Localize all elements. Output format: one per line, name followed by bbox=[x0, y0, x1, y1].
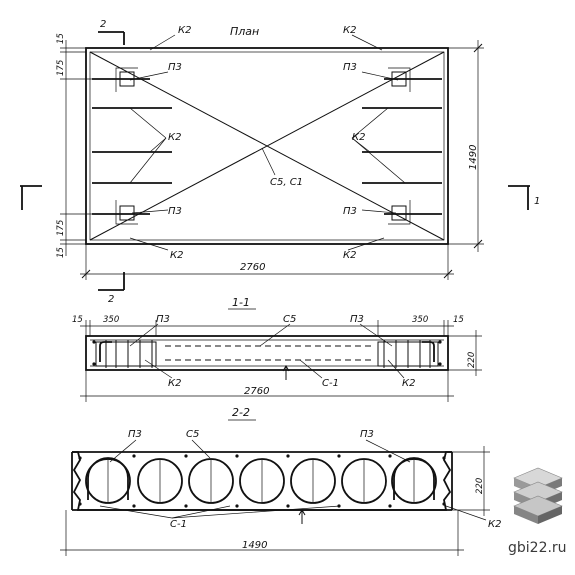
section-2-label-bottom: 2 bbox=[108, 294, 114, 305]
section-2-label-top: 2 bbox=[100, 19, 106, 30]
section-1-label-k2-right: К2 bbox=[402, 378, 415, 389]
section-2-label-c1: С-1 bbox=[170, 519, 187, 530]
section-1-outline bbox=[85, 335, 449, 371]
plan-label-k2-br: К2 bbox=[343, 250, 356, 261]
section-1-dim-length-value: 2760 bbox=[244, 386, 269, 397]
section-1-marker-right: 1 bbox=[508, 185, 540, 210]
section-1-title: 1-1 bbox=[232, 296, 250, 309]
section-1-view: 1-1 bbox=[72, 296, 482, 402]
section-1-cage-left bbox=[95, 340, 157, 368]
section-1-dim-top bbox=[80, 320, 454, 336]
section-1-dim-height bbox=[448, 330, 482, 376]
plan-dim-bot-175: 175 bbox=[56, 220, 66, 236]
section-2-label-p3-left: П3 bbox=[128, 429, 142, 440]
plan-label-p3-br: П3 bbox=[343, 206, 357, 217]
section-1-label-c5: С5 bbox=[283, 314, 296, 325]
section-2-label-k2: К2 bbox=[488, 519, 501, 530]
section-1-label-p3-right: П3 bbox=[350, 314, 364, 325]
section-1-dim-right-15: 15 bbox=[453, 315, 464, 325]
section-1-marker-left bbox=[20, 185, 42, 210]
plan-loop-bl bbox=[115, 200, 138, 225]
plan-label-k2-ml: К2 bbox=[168, 132, 181, 143]
plan-dim-top-175: 175 bbox=[56, 60, 66, 76]
section-1-dim-length bbox=[80, 370, 454, 402]
plan-bars-right bbox=[362, 78, 442, 215]
plan-label-p3-tr: П3 bbox=[343, 62, 357, 73]
plan-diagonal-2 bbox=[89, 51, 445, 241]
section-2-dim-height-value: 220 bbox=[475, 478, 485, 494]
section-1-cage-right bbox=[377, 340, 439, 368]
section-2-leaders bbox=[99, 439, 487, 521]
section-1-label: 1 bbox=[534, 196, 540, 207]
plan-bars-left bbox=[92, 78, 172, 215]
section-1-label-k2-left: К2 bbox=[168, 378, 181, 389]
plan-loop-tl bbox=[115, 67, 138, 92]
plan-dim-left bbox=[60, 40, 92, 256]
section-1-rebar-dots bbox=[92, 340, 442, 366]
plan-label-c5c1: С5, С1 bbox=[270, 177, 303, 188]
plan-label-k2-mr: К2 bbox=[352, 132, 365, 143]
section-2-dim-width-value: 1490 bbox=[242, 540, 267, 551]
section-1-dim-height-value: 220 bbox=[467, 352, 477, 368]
section-2-view: 2-2 bbox=[60, 406, 501, 556]
plan-loop-br bbox=[388, 200, 411, 225]
plan-label-k2-tr: К2 bbox=[343, 25, 356, 36]
plan-label-k2-tl: К2 bbox=[178, 25, 191, 36]
watermark-logo bbox=[513, 467, 563, 524]
section-2-loop-left bbox=[87, 457, 129, 500]
plan-label-p3-tl: П3 bbox=[168, 62, 182, 73]
section-2-hollow-cores bbox=[85, 458, 437, 504]
section-1-dim-left-15: 15 bbox=[72, 315, 83, 325]
section-1-dim-right-350: 350 bbox=[412, 315, 428, 325]
section-1-dim-left-350: 350 bbox=[103, 315, 119, 325]
section-2-marker-bottom: 2 bbox=[98, 272, 125, 305]
plan-dim-top-15: 15 bbox=[56, 33, 66, 44]
section-2-dim-width bbox=[60, 510, 464, 556]
watermark-text: gbi22.ru bbox=[508, 540, 567, 556]
section-2-title: 2-2 bbox=[232, 406, 250, 419]
section-2-label-c5: С5 bbox=[186, 429, 199, 440]
plan-slab-inner bbox=[89, 51, 445, 241]
section-2-label-p3-right: П3 bbox=[360, 429, 374, 440]
section-1-label-p3-left: П3 bbox=[156, 314, 170, 325]
plan-view: План 2 2 1 bbox=[20, 19, 540, 305]
plan-dim-width: 1490 bbox=[468, 145, 479, 170]
plan-dim-bottom bbox=[80, 244, 454, 280]
plan-dim-length: 2760 bbox=[240, 262, 265, 273]
section-1-leaders bbox=[129, 323, 405, 379]
plan-leaders bbox=[129, 34, 406, 251]
plan-label-k2-bl: К2 bbox=[170, 250, 183, 261]
section-1-label-c1: С-1 bbox=[322, 378, 339, 389]
section-2-marker-top: 2 bbox=[98, 19, 125, 45]
plan-slab-outline bbox=[85, 47, 449, 245]
plan-dim-right bbox=[448, 40, 484, 252]
plan-dim-bot-15: 15 bbox=[56, 247, 66, 258]
plan-title: План bbox=[230, 25, 259, 38]
section-2-loop-right bbox=[393, 457, 435, 500]
plan-label-p3-bl: П3 bbox=[168, 206, 182, 217]
